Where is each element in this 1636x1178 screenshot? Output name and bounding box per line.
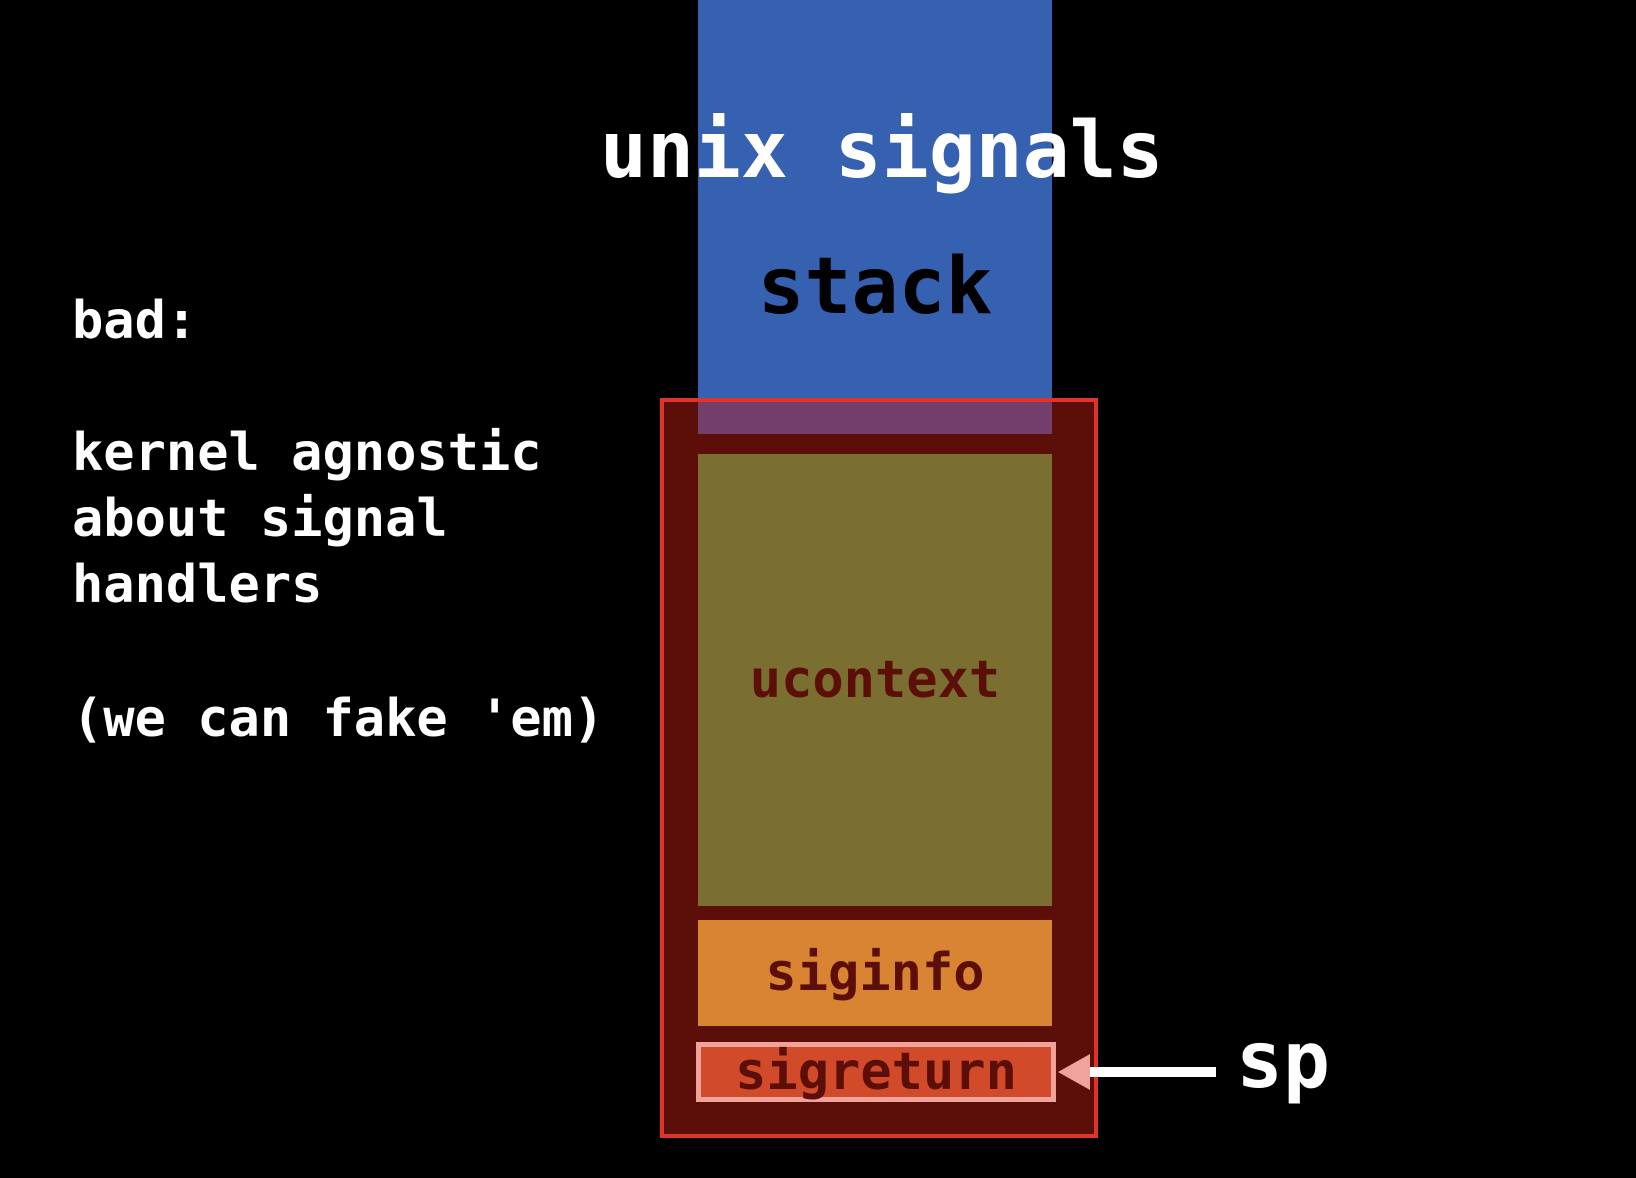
sigreturn-label: sigreturn: [735, 1042, 1017, 1102]
sigreturn-block: sigreturn: [696, 1042, 1056, 1102]
stack-pointer-label: sp: [1236, 1016, 1330, 1106]
siginfo-label: siginfo: [765, 943, 985, 1003]
siginfo-block: siginfo: [698, 920, 1052, 1026]
ucontext-label: ucontext: [749, 650, 1001, 710]
stack-frame-overlap: [698, 402, 1052, 434]
ucontext-block: ucontext: [698, 454, 1052, 906]
notes-heading: bad:: [72, 291, 198, 351]
left-arrow-icon: [1058, 1054, 1216, 1090]
stack-region: [698, 0, 1052, 434]
notes-aside: (we can fake 'em): [72, 689, 605, 749]
notes-line: kernel agnostic: [72, 423, 542, 483]
notes-line: about signal: [72, 489, 448, 549]
notes-line: handlers: [72, 555, 323, 615]
slide-title: unix signals: [600, 106, 1164, 196]
stack-label: stack: [757, 242, 993, 332]
